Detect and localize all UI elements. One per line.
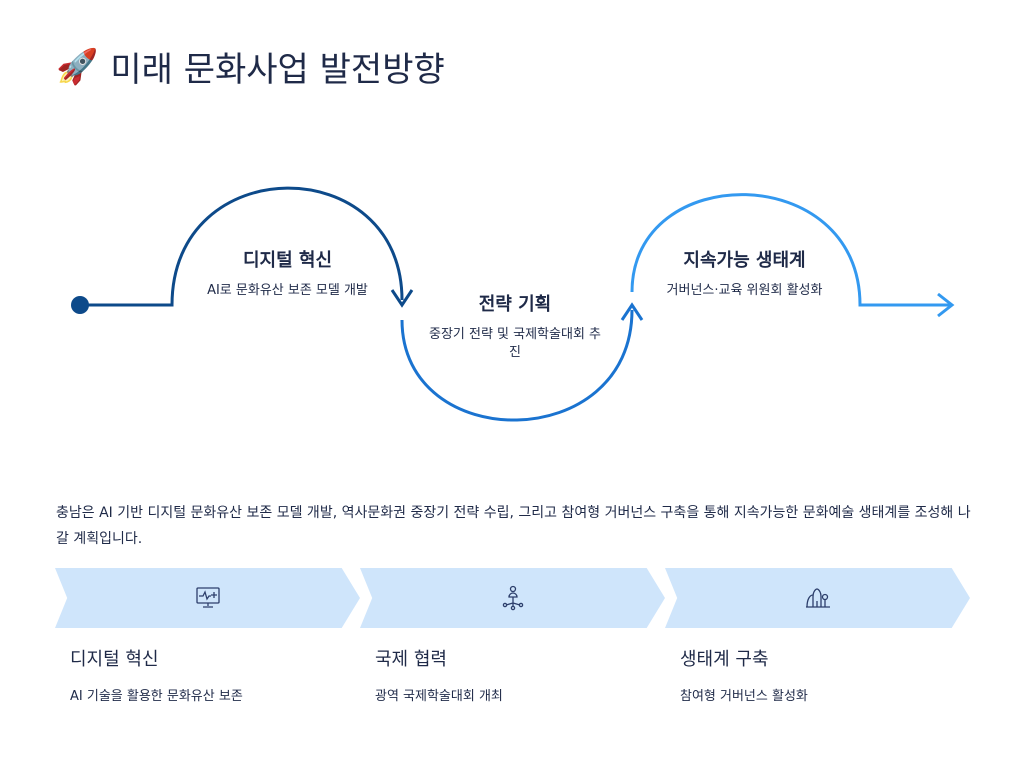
summary-text: 충남은 AI 기반 디지털 문화유산 보존 모델 개발, 역사문화권 중장기 전… xyxy=(56,505,971,547)
card-3: 생태계 구축 참여형 거버넌스 활성화 xyxy=(680,649,808,704)
trees-icon xyxy=(805,588,830,608)
flow-step-1: 디지털 혁신 AI로 문화유산 보존 모델 개발 xyxy=(207,250,368,298)
monitor-health-icon xyxy=(195,587,220,608)
page-title: 🚀 미래 문화사업 발전방향 xyxy=(56,46,445,91)
chevron-3 xyxy=(665,568,970,628)
network-person-icon xyxy=(502,585,523,611)
flow-segment-1 xyxy=(80,186,404,307)
flow-segment-2 xyxy=(400,309,634,422)
arrow-up-icon xyxy=(620,302,644,321)
flow-step-2: 전략 기획 중장기 전략 및 국제학술대회 추진 xyxy=(428,294,601,360)
arrow-down-icon xyxy=(390,289,414,308)
flow-step-3: 지속가능 생태계 거버넌스·교육 위원회 활성화 xyxy=(666,250,823,298)
rocket-icon: 🚀 xyxy=(56,46,99,87)
flow-segment-3 xyxy=(630,193,950,307)
chevron-2 xyxy=(360,568,665,628)
chevron-1 xyxy=(55,568,360,628)
card-2: 국제 협력 광역 국제학술대회 개최 xyxy=(375,649,503,704)
arrow-right-icon xyxy=(937,292,955,318)
flow-diagram xyxy=(71,186,955,422)
card-1: 디지털 혁신 AI 기술을 활용한 문화유산 보존 xyxy=(70,649,243,704)
